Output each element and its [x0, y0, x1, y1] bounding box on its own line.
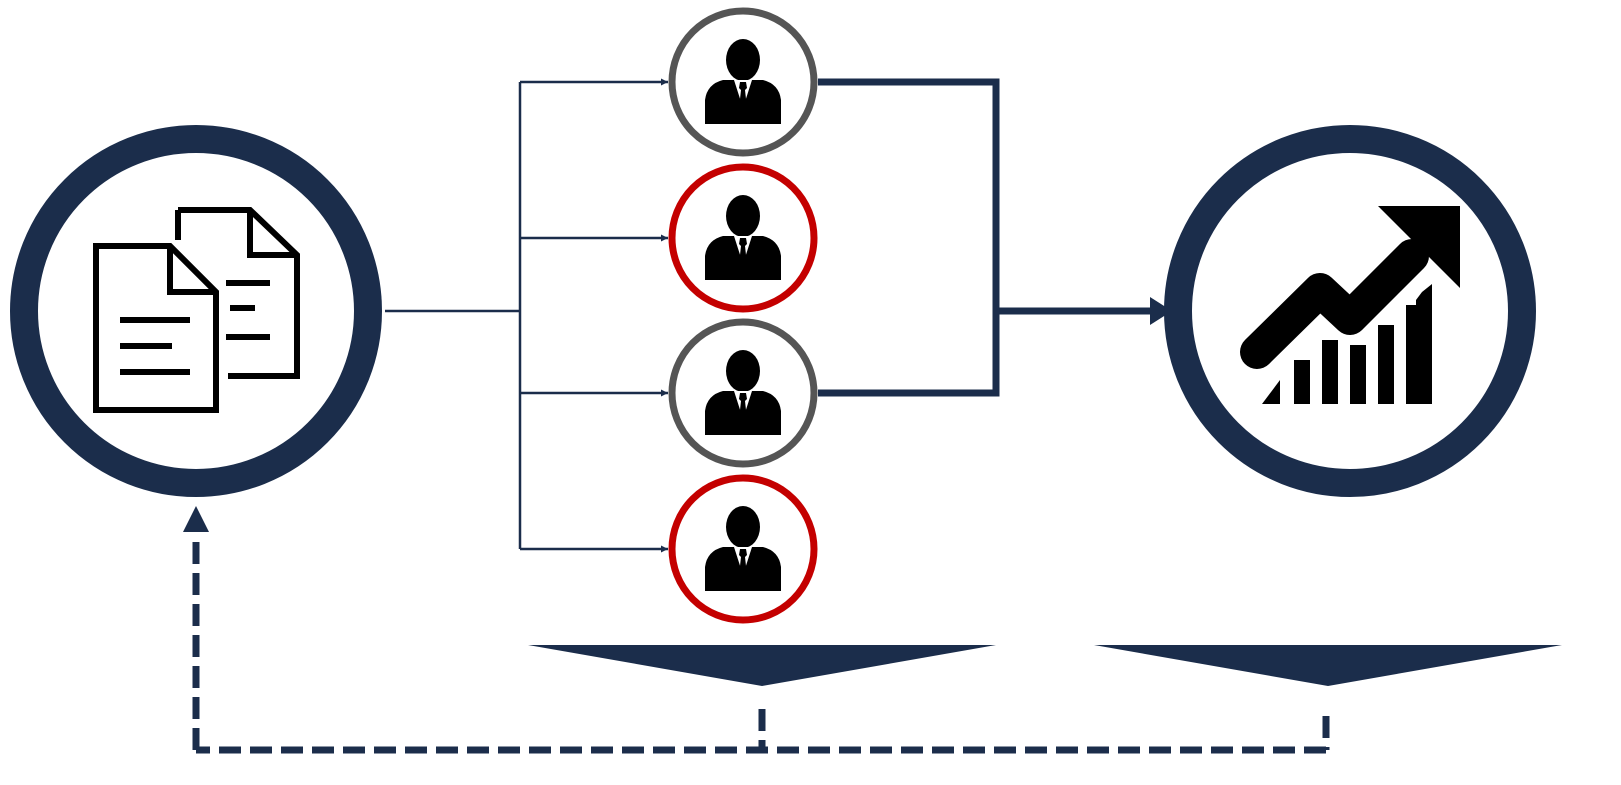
- feedback-arrowhead: [183, 506, 209, 532]
- edge-person-1-to-merge: [818, 78, 1000, 311]
- person-node-1: [668, 7, 818, 157]
- merge-connectors: [818, 78, 1150, 397]
- fan-out-connectors: [385, 78, 668, 553]
- merge-arrowhead: [1150, 297, 1172, 325]
- documents-node: [10, 125, 382, 497]
- chevron-right: [1094, 645, 1562, 686]
- person-node-3: [668, 318, 818, 468]
- feedback-loop: [192, 534, 1330, 754]
- edge-person-3-to-merge: [818, 311, 1000, 397]
- chevron-left: [528, 645, 996, 686]
- documents-icon: [93, 207, 300, 413]
- growth-chart-icon: [1240, 206, 1460, 404]
- people-column: [668, 7, 818, 624]
- growth-chart-node: [1164, 125, 1536, 497]
- person-node-2: [668, 163, 818, 313]
- person-node-4: [668, 474, 818, 624]
